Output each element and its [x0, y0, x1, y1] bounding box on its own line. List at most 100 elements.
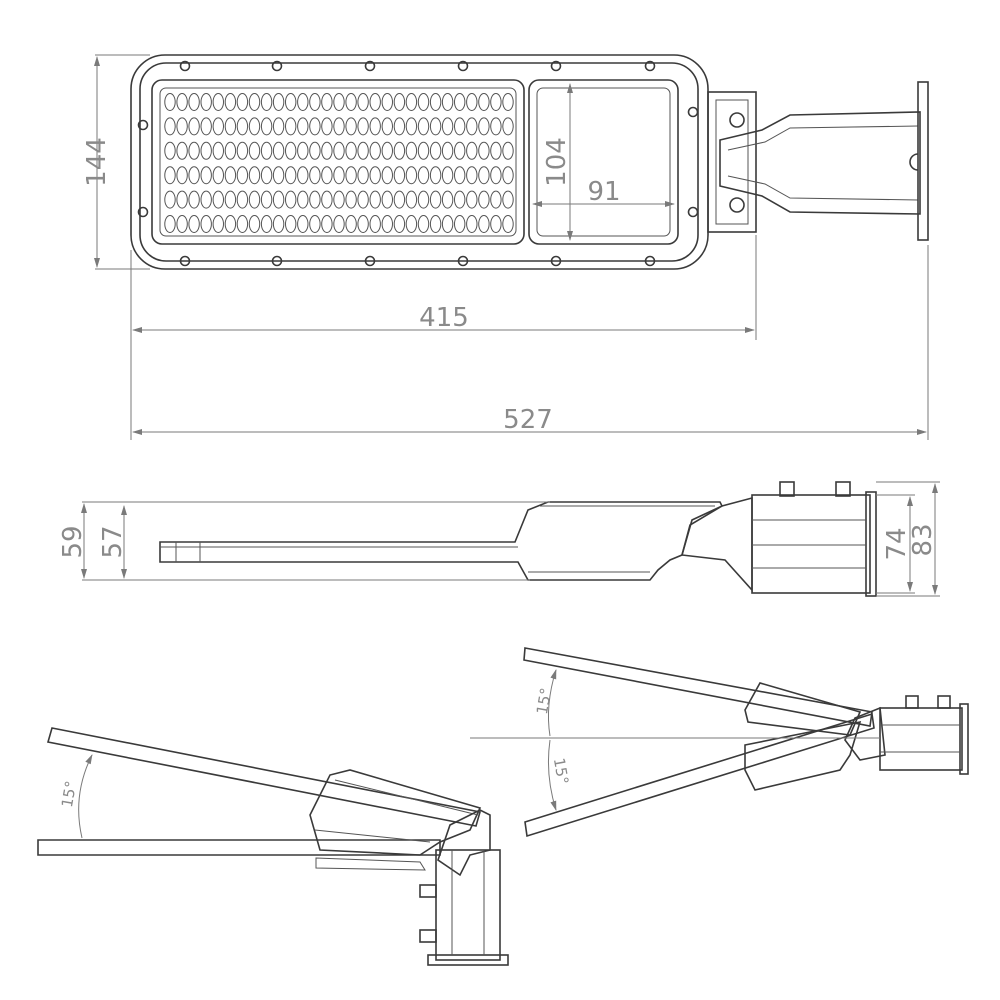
- led-chip: [490, 190, 502, 209]
- led-chip: [454, 117, 466, 136]
- tilt-right-driver-lower: [744, 720, 862, 791]
- led-chip: [454, 215, 466, 233]
- led-chip: [212, 190, 225, 209]
- tilt-view-left: 15°: [37, 727, 509, 966]
- led-chip: [333, 190, 345, 209]
- led-chip: [454, 190, 466, 209]
- side-bracket-flange: [865, 491, 877, 597]
- tilt-left-bracket-detail: [451, 850, 485, 955]
- led-chip: [285, 166, 297, 185]
- led-chip: [212, 166, 225, 185]
- side-bracket-detail: [752, 519, 866, 569]
- led-chip: [236, 215, 249, 233]
- led-chip: [297, 93, 309, 111]
- dim-body-height-label: 57: [98, 525, 128, 558]
- led-chip: [176, 141, 188, 160]
- mount-bolt-bottom: [729, 197, 745, 213]
- led-chip: [212, 141, 225, 160]
- led-chip: [429, 190, 442, 209]
- led-chip: [248, 190, 261, 209]
- led-chip: [248, 166, 261, 185]
- dim-module-width-label: 91: [587, 177, 620, 207]
- led-chip: [321, 117, 333, 136]
- led-chip: [429, 141, 442, 160]
- led-chip: [454, 93, 466, 111]
- led-chip: [176, 166, 188, 185]
- led-chip: [478, 141, 490, 160]
- led-chip: [236, 190, 249, 209]
- led-chip: [417, 141, 430, 160]
- tilt-right-bolt-right: [937, 695, 951, 709]
- led-chip: [333, 93, 345, 111]
- led-chip: [188, 117, 200, 136]
- led-chip: [393, 117, 406, 136]
- led-chip: [212, 117, 225, 136]
- tilt-left-angle-arc: [78, 754, 93, 839]
- led-chip: [345, 93, 357, 111]
- led-chip: [321, 93, 333, 111]
- led-chip: [441, 141, 454, 160]
- led-chip: [357, 141, 369, 160]
- led-chip: [429, 166, 442, 185]
- led-chip: [224, 190, 237, 209]
- side-bolt-right: [835, 481, 851, 497]
- led-chip: [381, 141, 393, 160]
- housing-outline: [130, 54, 709, 270]
- led-chip: [236, 141, 249, 160]
- led-chip: [212, 215, 225, 233]
- housing-screw: [137, 119, 149, 131]
- led-chip: [381, 93, 393, 111]
- led-chip: [285, 190, 297, 209]
- led-chip: [164, 215, 176, 233]
- led-panel: [151, 79, 525, 245]
- led-chip: [176, 117, 188, 136]
- top-view: 144 104 91 415 527: [82, 54, 929, 440]
- tilt-view-right: 15° 15°: [470, 647, 969, 838]
- led-chip: [393, 141, 406, 160]
- led-chip: [441, 166, 454, 185]
- led-chip: [345, 117, 357, 136]
- dim-bracket-outer-label: 83: [908, 523, 938, 556]
- led-chip: [417, 93, 430, 111]
- led-chip: [224, 141, 237, 160]
- led-chip: [188, 215, 200, 233]
- tilt-right-angle-up-label: 15°: [533, 686, 555, 715]
- led-chip: [333, 141, 345, 160]
- led-chip: [200, 93, 212, 111]
- led-chip: [297, 141, 309, 160]
- side-bolt-left: [779, 481, 795, 497]
- led-chip: [405, 215, 418, 233]
- driver-module-inner: [536, 87, 671, 237]
- mount-bolt-top: [729, 112, 745, 128]
- led-chip: [357, 215, 369, 233]
- housing-screw: [457, 255, 469, 267]
- led-chip: [417, 166, 430, 185]
- led-chip: [285, 215, 297, 233]
- tilt-right-angle-down-label: 15°: [550, 756, 572, 785]
- side-bracket: [751, 494, 871, 594]
- led-chip: [260, 190, 273, 209]
- led-chip: [502, 190, 514, 209]
- led-chip: [248, 117, 261, 136]
- led-chip: [200, 215, 212, 233]
- mount-plate-inner: [715, 99, 749, 225]
- led-chip: [466, 93, 478, 111]
- led-chip: [393, 215, 406, 233]
- led-chip: [502, 215, 514, 233]
- dim-bracket-inner-label: 74: [882, 527, 912, 560]
- led-chip: [466, 190, 478, 209]
- led-chip: [369, 190, 381, 209]
- led-chip: [405, 166, 418, 185]
- led-chip: [321, 190, 333, 209]
- led-chip: [454, 141, 466, 160]
- tilt-right-panel-down: [524, 712, 875, 838]
- led-chip: [381, 215, 393, 233]
- housing-inner-outline: [139, 62, 699, 262]
- led-chip: [441, 190, 454, 209]
- housing-screw: [457, 60, 469, 72]
- led-chip: [260, 215, 273, 233]
- led-chip: [164, 190, 176, 209]
- housing-screw: [644, 60, 656, 72]
- led-chip: [260, 166, 273, 185]
- side-neck: [680, 496, 753, 593]
